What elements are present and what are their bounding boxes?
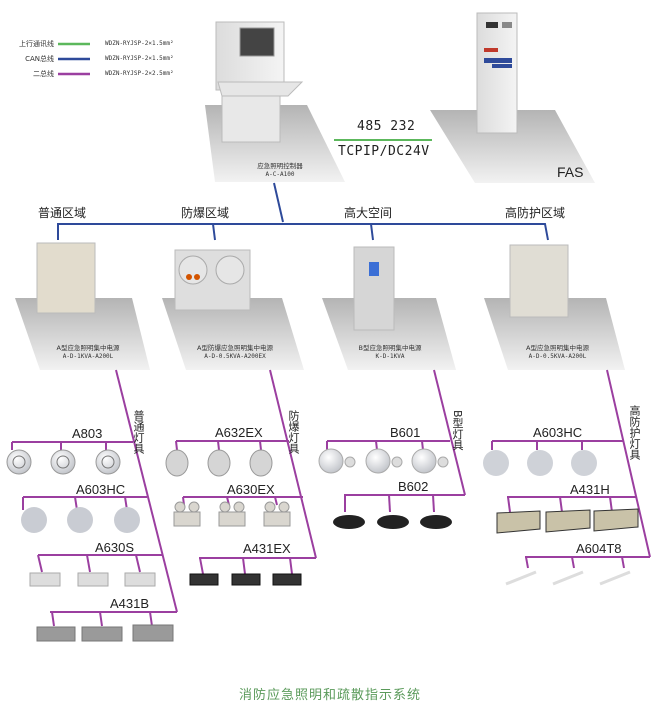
legend-label-two-wire: 二总线 (33, 70, 54, 78)
power-model-1: A-D-1KVA-A200L (62, 353, 114, 360)
branch-label-b-type: B型灯具 (451, 410, 464, 451)
group-label-a604t8: A604T8 (576, 541, 622, 556)
branch-label-normal: 普通灯具 (132, 410, 145, 454)
fas-platform (430, 110, 595, 183)
power-cabinet-2-icon (174, 249, 251, 311)
power-cabinet-4-icon (509, 244, 569, 318)
zone-label-explosion-proof: 防爆区域 (181, 206, 230, 220)
power-title-2: A型防爆应急照明集中电源 (197, 344, 273, 352)
fixture-a630ex-icon (173, 501, 291, 527)
fixture-b602-icon (333, 515, 452, 529)
power-model-2: A-D-0.5KVA-A200EX (204, 353, 266, 360)
controller-console-icon (215, 21, 304, 143)
group-label-b601: B601 (390, 425, 421, 440)
group-label-a431ex: A431EX (243, 541, 291, 556)
power-model-4: A-D-0.5KVA-A200L (528, 353, 587, 360)
group-label-a803: A803 (72, 426, 103, 441)
fixture-a632ex-icon (165, 449, 273, 477)
power-title-1: A型应急照明集中电源 (56, 344, 120, 352)
group-label-a630ex: A630EX (227, 482, 275, 497)
footer-title: 消防应急照明和疏散指示系统 (238, 688, 421, 703)
power-title-4: A型应急照明集中电源 (526, 344, 589, 352)
fas-label: FAS (557, 164, 584, 180)
group-label-a431h: A431H (570, 482, 610, 497)
group-label-a632ex: A632EX (215, 425, 263, 440)
fixture-a803-icon (6, 449, 121, 475)
fixture-a603hc-2-icon (483, 450, 597, 476)
legend-spec-two-wire: WDZN-RYJSP-2×2.5mm² (105, 70, 174, 77)
power-model-3: K-D-1KVA (375, 353, 405, 360)
power-platform-1 (15, 298, 150, 370)
controller-model: A-C-A100 (265, 171, 295, 178)
fixture-a630s-icon (29, 572, 156, 587)
legend-label-uplink: 上行通讯线 (19, 40, 54, 48)
branch-label-explosion-proof: 防爆灯具 (287, 410, 300, 454)
group-label-b602: B602 (398, 479, 429, 494)
two-wire-bus (11, 369, 651, 627)
power-cabinet-3-icon (353, 246, 395, 331)
fixture-a431h-icon (496, 508, 639, 534)
fixture-a603hc-icon (21, 507, 140, 533)
controller-title: 应急照明控制器 (257, 162, 303, 170)
fas-cabinet-icon (476, 12, 518, 134)
link-protocol-top: 485 232 (357, 119, 416, 134)
can-bus (57, 182, 549, 241)
fixture-a604t8-icon (505, 570, 631, 586)
group-label-a603hc: A603HC (76, 482, 126, 497)
branch-label-high-protection: 高防护灯具 (628, 405, 641, 460)
fixture-a431b-icon (36, 624, 174, 642)
group-label-a630s: A630S (95, 540, 135, 555)
power-title-3: B型应急照明集中电源 (358, 344, 422, 352)
fixture-b601-icon (318, 448, 449, 474)
link-protocol-bottom: TCPIP/DC24V (338, 144, 430, 159)
fixture-a431ex-icon (189, 573, 302, 586)
zone-label-high-space: 高大空间 (344, 206, 393, 220)
legend-spec-can: WDZN-RYJSP-2×1.5mm² (105, 55, 174, 62)
group-label-a431b: A431B (110, 596, 150, 611)
group-label-a603hc-2: A603HC (533, 425, 583, 440)
power-cabinet-1-icon (36, 242, 96, 314)
legend-label-can: CAN总线 (25, 55, 54, 63)
power-platform-2 (162, 298, 304, 370)
legend-spec-uplink: WDZN-RYJSP-2×1.5mm² (105, 40, 174, 47)
zone-label-high-protection: 高防护区域 (505, 206, 566, 220)
zone-label-normal: 普通区域 (38, 206, 87, 220)
